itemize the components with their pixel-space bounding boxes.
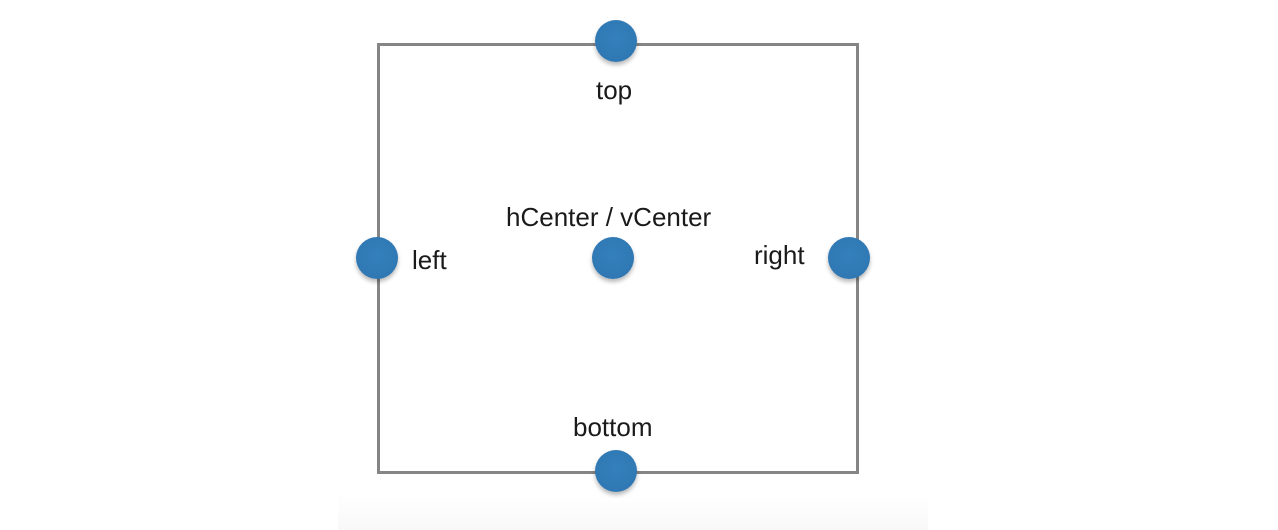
left-label: left: [412, 245, 447, 275]
right-anchor-dot: [828, 237, 870, 279]
top-anchor-dot: [595, 20, 637, 62]
center-label: hCenter / vCenter: [506, 202, 712, 232]
bottom-shade: [338, 494, 928, 530]
left-anchor-dot: [356, 237, 398, 279]
bottom-anchor-dot: [595, 450, 637, 492]
top-label: top: [596, 75, 633, 105]
bottom-label: bottom: [573, 412, 653, 442]
center-anchor-dot: [592, 237, 634, 279]
right-label: right: [754, 240, 805, 270]
